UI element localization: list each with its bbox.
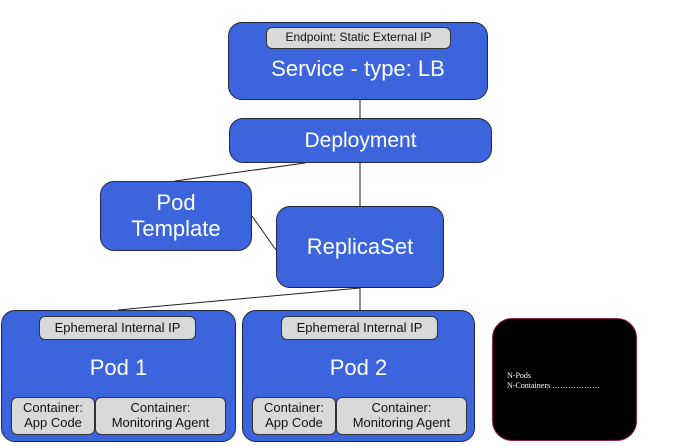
container-name: Monitoring Agent [111,415,210,430]
container-name: App Code [24,415,82,430]
replicaset-box: ReplicaSet [276,206,444,288]
service-endpoint-label: Endpoint: Static External IP [266,27,451,49]
pod-2-container-app-code: Container: App Code [252,397,336,435]
pod-template-box: Pod Template [100,181,252,251]
pod-template-title-line1: Pod [156,189,196,215]
pod-template-title-line2: Template [131,216,221,241]
deployment-title: Deployment [304,128,417,152]
service-title: Service - type: LB [271,56,445,81]
pod-1-container-monitoring-agent: Container: Monitoring Agent [95,397,226,435]
pod-2-container-monitoring-agent: Container: Monitoring Agent [336,397,467,435]
pod-2-ip-label: Ephemeral Internal IP [281,316,438,340]
container-label: Container: [371,400,432,416]
container-label: Container: [23,400,83,416]
replicaset-title: ReplicaSet [306,234,414,259]
legend-n-containers: N-Containers ……………… [507,381,601,390]
connector-deployment-podtemplate [174,162,306,182]
pod-1-ip-label: Ephemeral Internal IP [39,316,196,340]
legend-n-pods: N-Pods [507,371,532,380]
pod-1-title: Pod 1 [89,355,148,380]
container-label: Container: [130,400,191,416]
container-label: Container: [264,400,324,416]
container-name: Monitoring Agent [352,415,451,430]
connector-replicaset-pod1 [117,287,361,311]
deployment-box: Deployment [229,118,492,163]
pod-2-title: Pod 2 [329,355,388,380]
connector-podtemplate-replicaset [251,215,277,251]
container-name: App Code [265,415,323,430]
legend-box: N-Pods N-Containers ……………… [492,318,637,441]
pod-1-container-app-code: Container: App Code [11,397,95,435]
